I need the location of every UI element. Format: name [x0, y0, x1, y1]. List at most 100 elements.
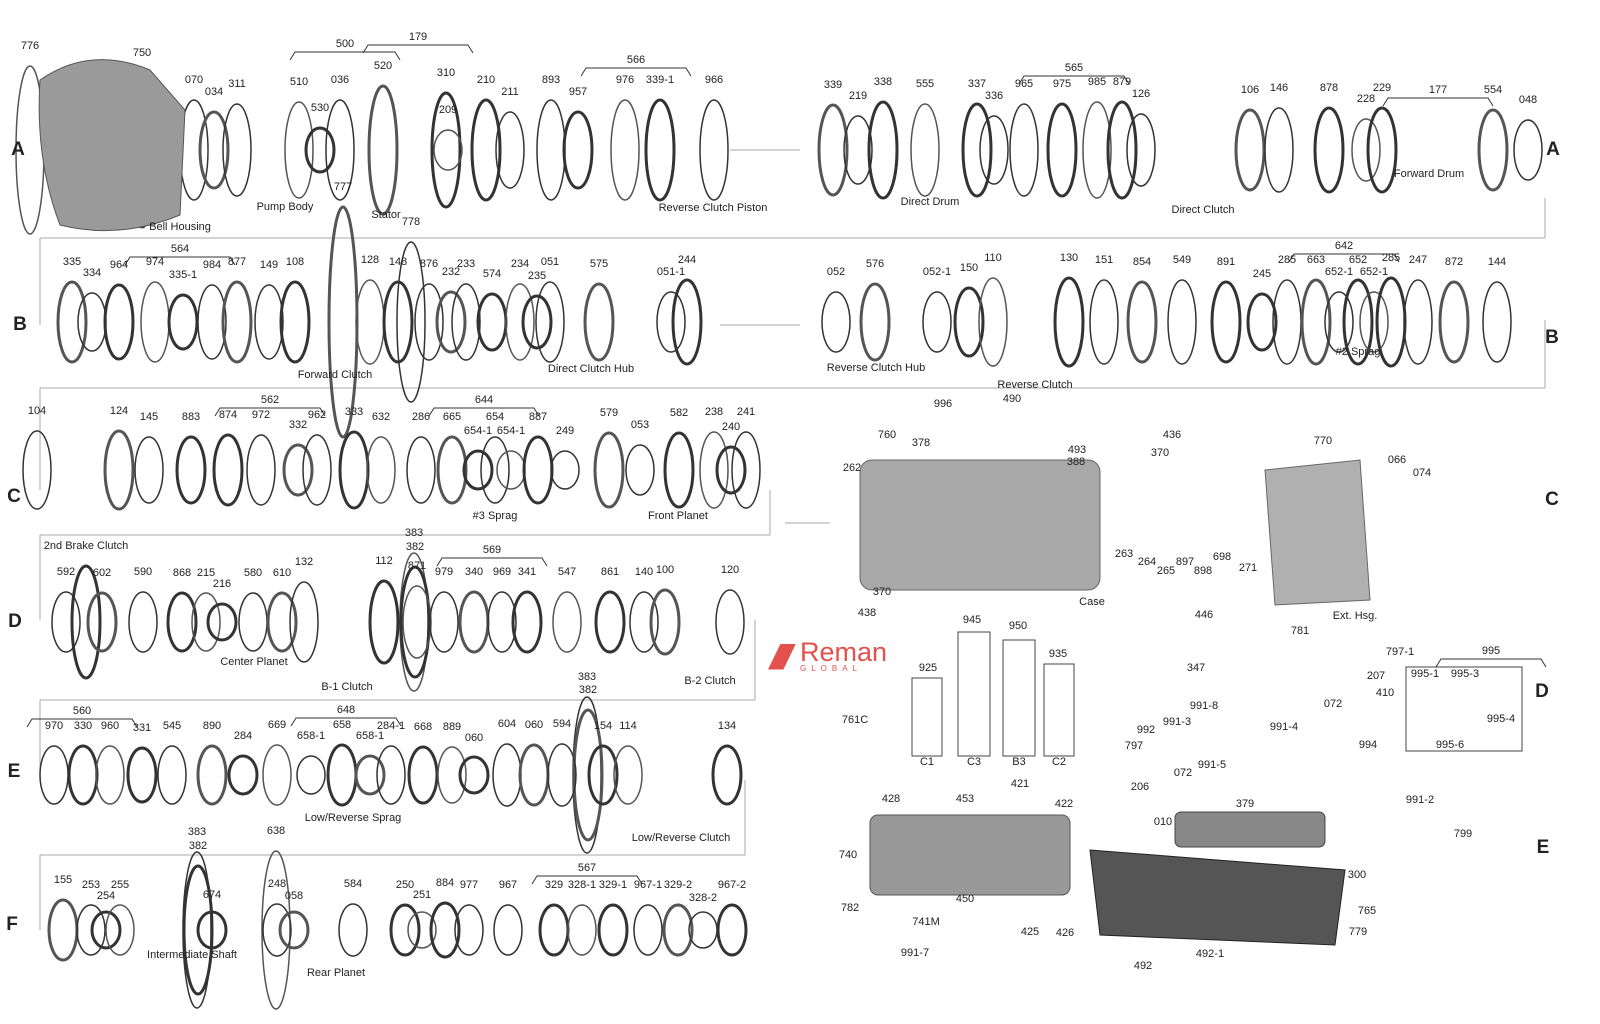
part-number-label: 219	[848, 90, 868, 102]
part-ring	[480, 436, 510, 504]
part-number-label: 779	[1348, 926, 1368, 938]
part-ring	[266, 591, 298, 653]
part-name-label: Front Planet	[648, 510, 708, 522]
part-number-label: 861	[600, 566, 620, 578]
part-number-label: 329	[544, 879, 564, 891]
part-number-label: 052	[826, 266, 846, 278]
part-number-label: 579	[599, 407, 619, 419]
part-number-label: 658-1	[355, 730, 385, 742]
part-ring	[86, 591, 118, 653]
part-number-label: 652-1	[1324, 266, 1354, 278]
part-name-label: Direct Clutch Hub	[547, 363, 635, 375]
part-ring	[433, 129, 463, 171]
part-number-label: 560	[72, 705, 92, 717]
part-number-label: 957	[568, 86, 588, 98]
part-ring	[406, 436, 436, 504]
part-number-label: 383	[404, 527, 424, 539]
part-number-label: 300	[1347, 869, 1367, 881]
part-ring	[1403, 279, 1433, 365]
part-number-label: 991-5	[1197, 759, 1227, 771]
part-number-label: 240	[721, 421, 741, 433]
part-ring	[476, 292, 508, 352]
part-ring	[593, 431, 625, 509]
part-number-label: 034	[204, 86, 224, 98]
part-name-label: C1	[919, 756, 935, 768]
part-number-label: 969	[492, 566, 512, 578]
part-ring	[1513, 119, 1543, 181]
part-ring	[206, 602, 238, 642]
part-number-label: 151	[1094, 254, 1114, 266]
part-number-label: 492	[1133, 960, 1153, 972]
part-ring	[572, 708, 604, 842]
part-number-label: 425	[1020, 926, 1040, 938]
part-number-label: 995-1	[1410, 668, 1440, 680]
logo-name: Reman	[800, 637, 888, 667]
part-ring	[1009, 103, 1039, 197]
part-ring	[715, 589, 745, 655]
part-number-label: 995-6	[1435, 739, 1465, 751]
part-number-label: 654-1	[463, 425, 493, 437]
part-number-label: 140	[634, 566, 654, 578]
part-ring	[715, 445, 747, 495]
part-number-label: 658-1	[296, 730, 326, 742]
part-ring	[522, 435, 554, 505]
part-number-label: 453	[955, 793, 975, 805]
part-ring	[649, 588, 681, 656]
part-number-label: 962	[307, 409, 327, 421]
part-number-label: 110	[984, 252, 1002, 264]
part-number-label: 996	[933, 398, 953, 410]
part-number-label: 632	[371, 411, 391, 423]
part-ring	[662, 903, 694, 957]
row-letter-d: D	[1535, 681, 1549, 702]
part-number-label: 891	[1216, 256, 1236, 268]
part-ring	[198, 110, 230, 190]
part-name-label: C2	[1051, 756, 1067, 768]
part-number-label: 995	[1481, 645, 1501, 657]
part-number-label: 328-2	[688, 892, 718, 904]
part-ring	[493, 904, 523, 956]
part-number-label: 436	[1162, 429, 1182, 441]
part-number-label: 382	[405, 541, 425, 553]
part-number-label: 610	[272, 567, 292, 579]
part-number-label: 104	[27, 405, 47, 417]
part-ring	[355, 279, 385, 365]
part-number-label: 991-2	[1405, 794, 1435, 806]
part-number-label: 564	[170, 243, 190, 255]
part-number-label: 750	[132, 47, 152, 59]
part-ring	[221, 280, 253, 364]
part-number-label: 070	[184, 74, 204, 86]
group-bracket	[124, 256, 236, 266]
part-ring	[587, 744, 619, 806]
callout-box	[1002, 639, 1036, 757]
part-number-label: 979	[434, 566, 454, 578]
part-ring	[547, 743, 577, 807]
part-number-label: 674	[202, 889, 222, 901]
part-ring	[197, 284, 227, 360]
row-letter-a: A	[1546, 139, 1560, 160]
part-ring	[1053, 276, 1085, 368]
part-number-label: 566	[626, 54, 646, 66]
part-ring	[492, 743, 522, 807]
part-number-label: 422	[1054, 798, 1074, 810]
part-number-label: 594	[552, 718, 572, 730]
part-number-label: 883	[181, 411, 201, 423]
part-number-label: 060	[524, 719, 544, 731]
part-ring	[1210, 280, 1242, 364]
part-number-label: 898	[1193, 565, 1213, 577]
part-number-label: 126	[1131, 88, 1151, 100]
part-number-label: 2nd Brake Clutch	[43, 540, 129, 552]
part-ring	[731, 431, 761, 509]
part-number-label: 876	[419, 258, 439, 270]
part-number-label: 051-1	[656, 266, 686, 278]
part-number-label: 490	[1002, 393, 1022, 405]
part-ring	[76, 904, 106, 956]
part-name-label: Case	[1079, 596, 1105, 608]
part-number-label: 335	[62, 256, 82, 268]
part-ring	[302, 434, 332, 506]
part-number-label: 233	[456, 258, 476, 270]
part-ring	[633, 904, 663, 956]
part-name-label: Reverse Clutch	[997, 379, 1073, 391]
part-number-label: 991-4	[1269, 721, 1299, 733]
part-number-label: 638	[266, 825, 286, 837]
reman-global-logo: Reman GLOBAL	[768, 637, 888, 673]
